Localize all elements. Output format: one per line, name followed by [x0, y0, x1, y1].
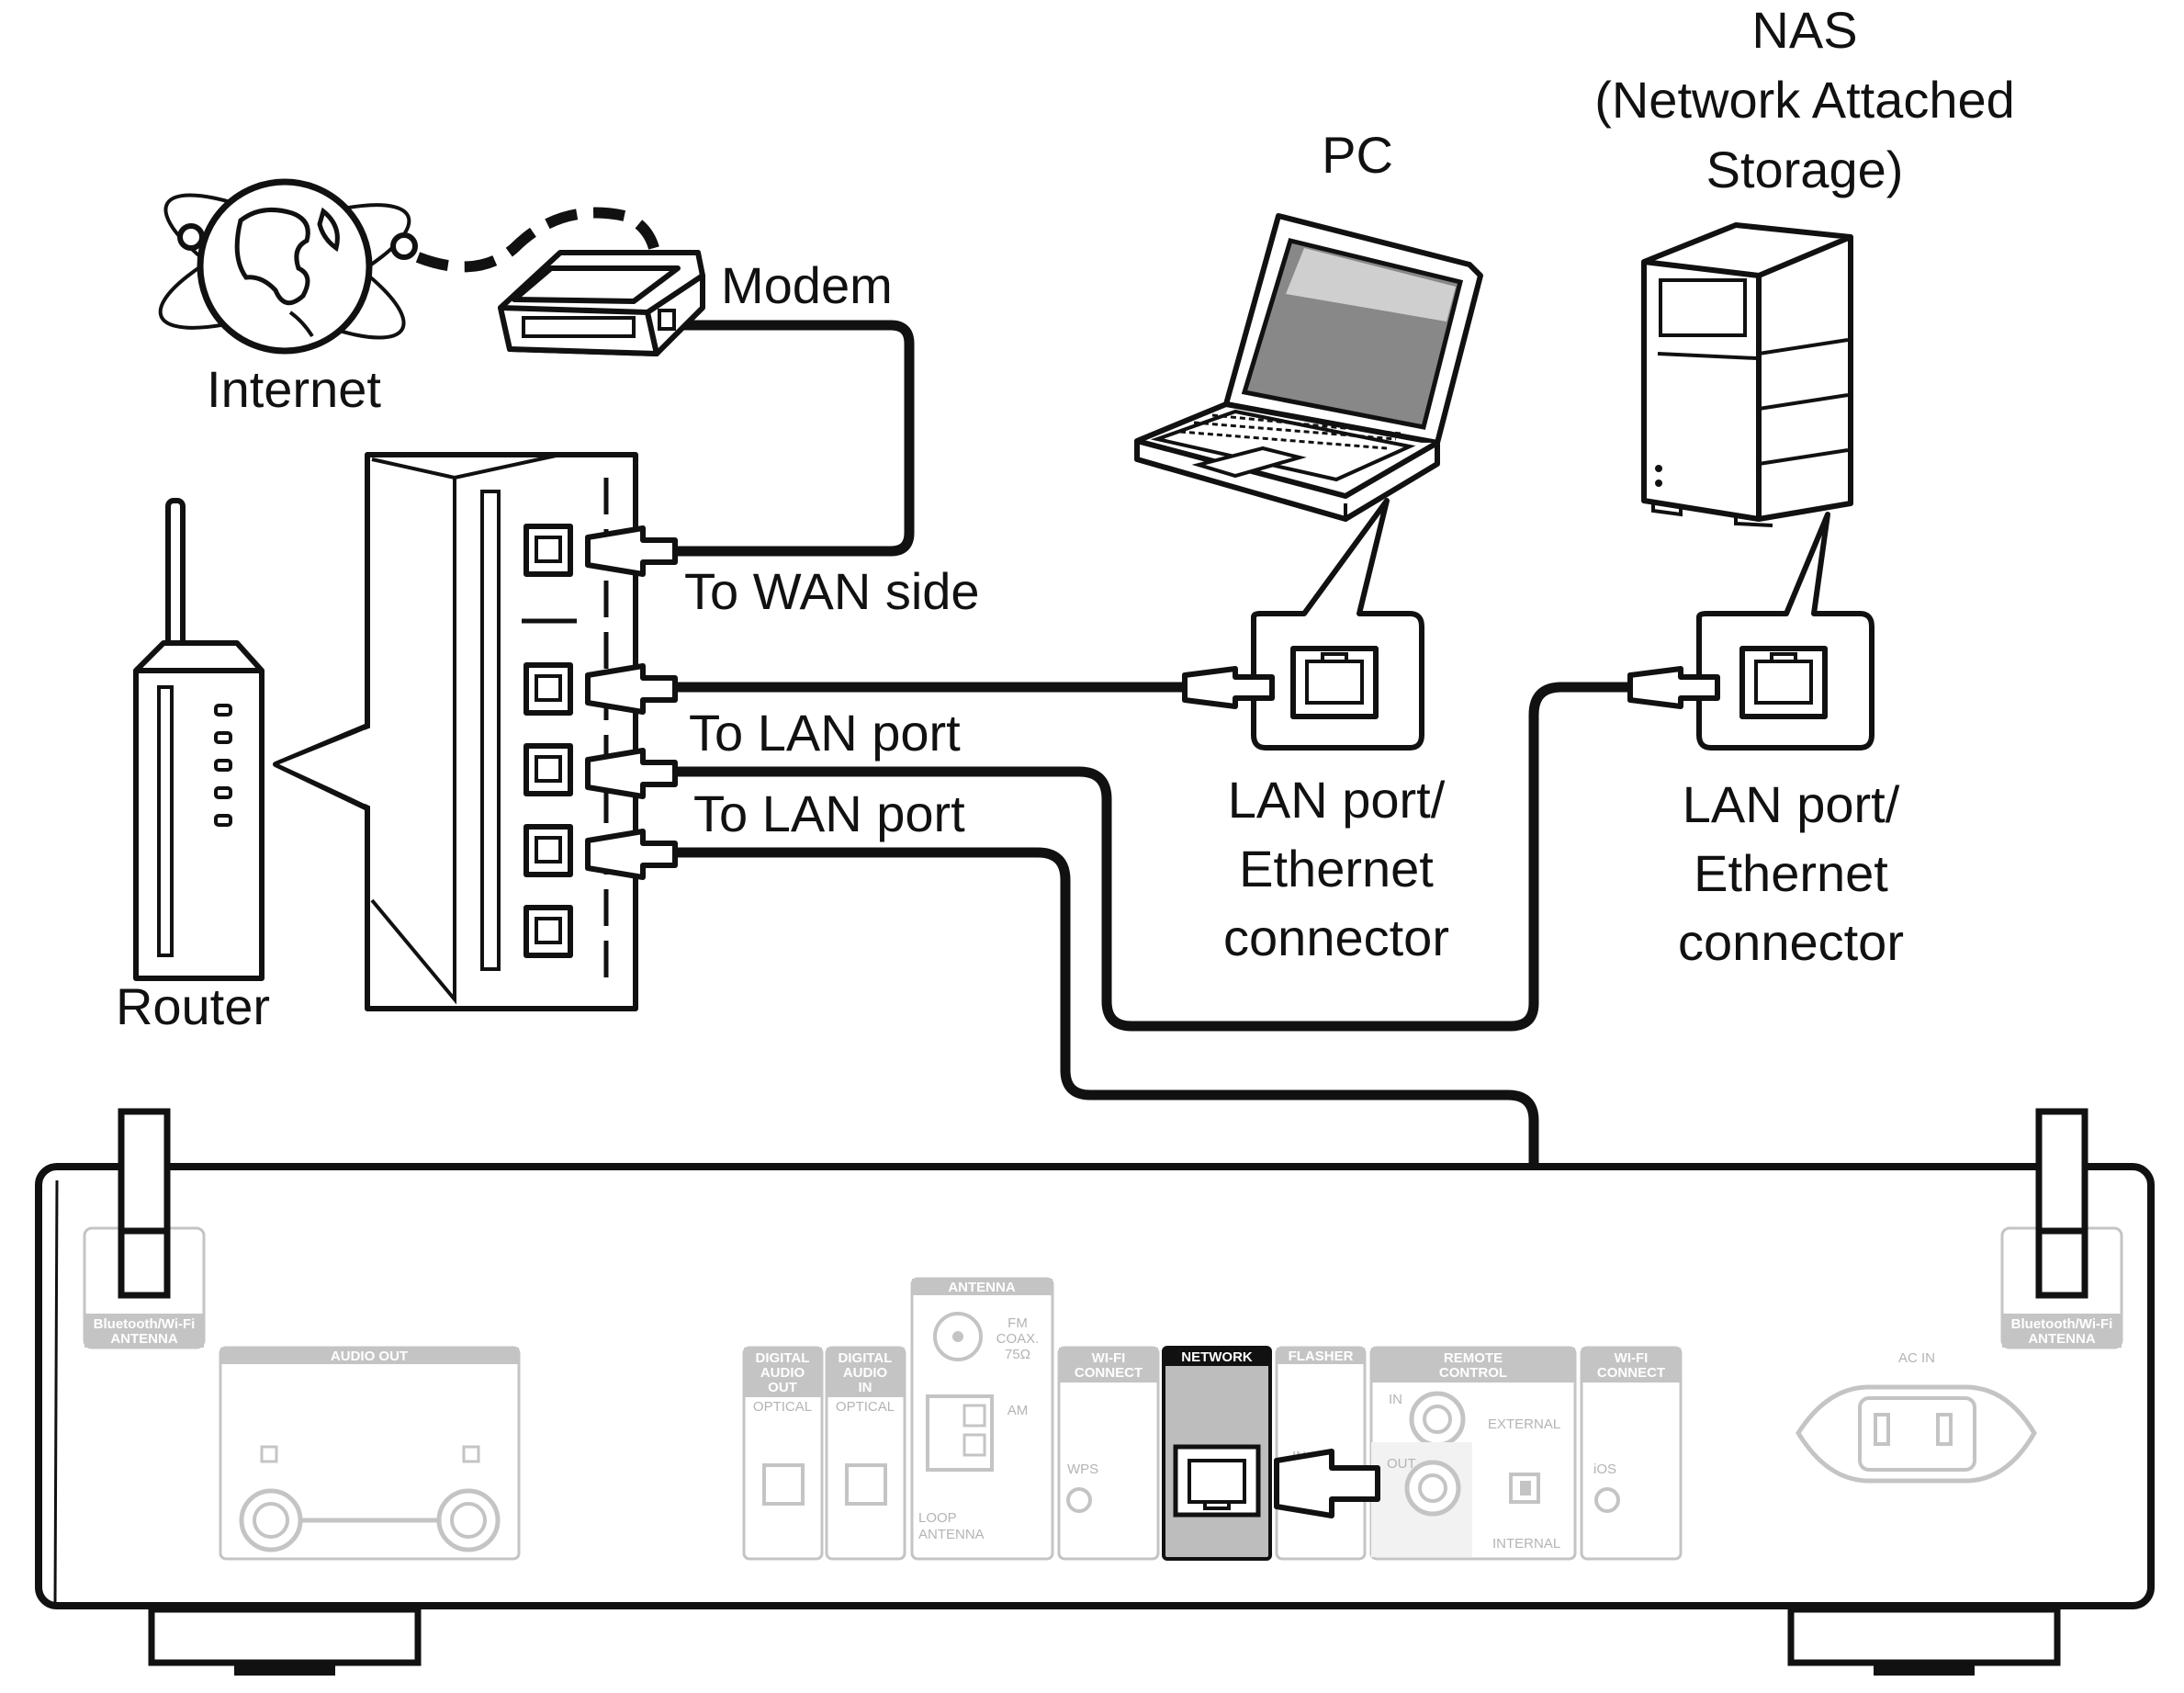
nas-port-label-line1: LAN port/	[1683, 775, 1900, 833]
audio-out-section: AUDIO OUT	[219, 1346, 521, 1561]
remote-label-1: REMOTE	[1444, 1350, 1503, 1366]
laptop-icon	[1134, 213, 1483, 522]
digital-audio-out-section: DIGITAL AUDIO OUT OPTICAL	[742, 1346, 824, 1561]
am-label: AM	[1008, 1403, 1029, 1418]
nas-label-line1: NAS	[1751, 1, 1857, 59]
antenna-section-label: ANTENNA	[948, 1280, 1015, 1295]
antenna-left: Bluetooth/Wi-Fi ANTENNA	[83, 1108, 206, 1349]
fm-label-1: FM	[1008, 1315, 1028, 1331]
ac-in-section: AC IN	[1796, 1350, 2037, 1484]
nas-label-line3: Storage)	[1706, 141, 1904, 198]
flasher-label: FLASHER	[1289, 1349, 1354, 1364]
ethernet-plug-icon	[585, 525, 678, 880]
internal-label: INTERNAL	[1492, 1536, 1560, 1552]
device-foot-right	[1787, 1606, 2061, 1666]
nas-tower-icon	[1641, 222, 1853, 527]
loop-antenna-label-2: ANTENNA	[918, 1527, 985, 1542]
wifi-connect2-label-1: WI-FI	[1615, 1350, 1649, 1366]
remote-control-section: REMOTE CONTROL IN OUT EXTERNAL INTERNAL	[1369, 1346, 1577, 1561]
audio-out-label: AUDIO OUT	[331, 1349, 408, 1364]
wifi-connect-ios-section: WI-FI CONNECT iOS	[1580, 1346, 1683, 1561]
router-lan-port-2	[523, 743, 573, 796]
remote-out-label: OUT	[1387, 1456, 1416, 1472]
loop-antenna-label-1: LOOP	[918, 1510, 957, 1526]
pc-port-label-line1: LAN port/	[1228, 771, 1446, 829]
digital-in-label-2: AUDIO	[843, 1365, 888, 1381]
digital-out-label-1: DIGITAL	[756, 1350, 810, 1366]
modem-icon	[498, 250, 705, 356]
ac-in-label: AC IN	[1898, 1350, 1935, 1366]
external-label: EXTERNAL	[1488, 1416, 1560, 1432]
digital-audio-in-section: DIGITAL AUDIO IN OPTICAL	[825, 1346, 906, 1561]
cable-modem-to-router-wan	[637, 320, 915, 557]
digital-in-optical-label: OPTICAL	[836, 1399, 895, 1415]
device-rear-panel: Bluetooth/Wi-Fi ANTENNA Bluetooth/Wi-Fi …	[35, 1108, 2155, 1676]
ethernet-plug-icon	[1627, 666, 1720, 709]
to-lan-label-2: To LAN port	[693, 784, 965, 842]
device-foot-left	[148, 1606, 422, 1666]
antenna-right-label-1: Bluetooth/Wi-Fi	[2011, 1316, 2113, 1332]
nas-port-label-line3: connector	[1678, 913, 1904, 971]
cable-router-to-nas	[670, 682, 1636, 1032]
ethernet-plug-icon	[1182, 666, 1275, 709]
router-icon	[133, 498, 265, 981]
router-lan-port-4	[523, 905, 573, 958]
modem-label: Modem	[721, 256, 893, 314]
internet-label: Internet	[207, 360, 381, 418]
pc-port-callout	[1182, 498, 1424, 751]
digital-in-label-3: IN	[859, 1380, 872, 1395]
network-section: NETWORK	[1162, 1346, 1272, 1561]
nas-port-callout	[1627, 512, 1874, 751]
digital-out-label-3: OUT	[768, 1380, 797, 1395]
digital-in-label-1: DIGITAL	[839, 1350, 893, 1366]
router-wan-port	[523, 524, 573, 577]
remote-label-2: CONTROL	[1439, 1365, 1507, 1381]
pc-label: PC	[1322, 126, 1393, 184]
antenna-left-label-1: Bluetooth/Wi-Fi	[94, 1316, 196, 1332]
router-label: Router	[116, 977, 270, 1035]
ethernet-port-icon	[1290, 646, 1379, 719]
router-lan-port-1	[523, 662, 573, 716]
radio-antenna-section: ANTENNA FM COAX. 75Ω AM LOOP ANTENNA	[910, 1277, 1054, 1561]
nas-port-label-line2: Ethernet	[1694, 844, 1888, 902]
to-wan-label: To WAN side	[684, 562, 980, 620]
router-port-callout	[273, 452, 678, 1011]
antenna-right-label-2: ANTENNA	[2028, 1331, 2095, 1347]
ethernet-plug-icon	[1274, 1449, 1380, 1518]
wps-button	[1066, 1487, 1092, 1513]
wifi-connect-section: WI-FI CONNECT WPS	[1057, 1346, 1160, 1561]
pc-port-label-line3: connector	[1223, 909, 1449, 966]
fm-label-2: COAX.	[996, 1331, 1040, 1347]
ethernet-port-icon	[1739, 646, 1828, 719]
pc-port-label-line2: Ethernet	[1239, 840, 1434, 897]
digital-out-optical-label: OPTICAL	[753, 1399, 812, 1415]
to-lan-label-1: To LAN port	[689, 704, 961, 762]
network-ethernet-port	[1173, 1444, 1261, 1518]
antenna-left-label-2: ANTENNA	[110, 1331, 177, 1347]
antenna-right: Bluetooth/Wi-Fi ANTENNA	[2000, 1108, 2123, 1349]
wifi-connect-label-1: WI-FI	[1092, 1350, 1126, 1366]
digital-out-label-2: AUDIO	[760, 1365, 805, 1381]
ios-label: iOS	[1593, 1462, 1616, 1477]
globe-icon	[158, 178, 659, 355]
fm-label-3: 75Ω	[1005, 1347, 1030, 1362]
wifi-connect2-label-2: CONNECT	[1597, 1365, 1665, 1381]
remote-in-label: IN	[1389, 1392, 1402, 1407]
wps-label: WPS	[1067, 1462, 1098, 1477]
nas-label-line2: (Network Attached	[1594, 71, 2015, 129]
network-label: NETWORK	[1181, 1349, 1253, 1365]
wifi-connect-label-2: CONNECT	[1075, 1365, 1143, 1381]
router-lan-port-3	[523, 824, 573, 877]
ios-button	[1594, 1487, 1620, 1513]
